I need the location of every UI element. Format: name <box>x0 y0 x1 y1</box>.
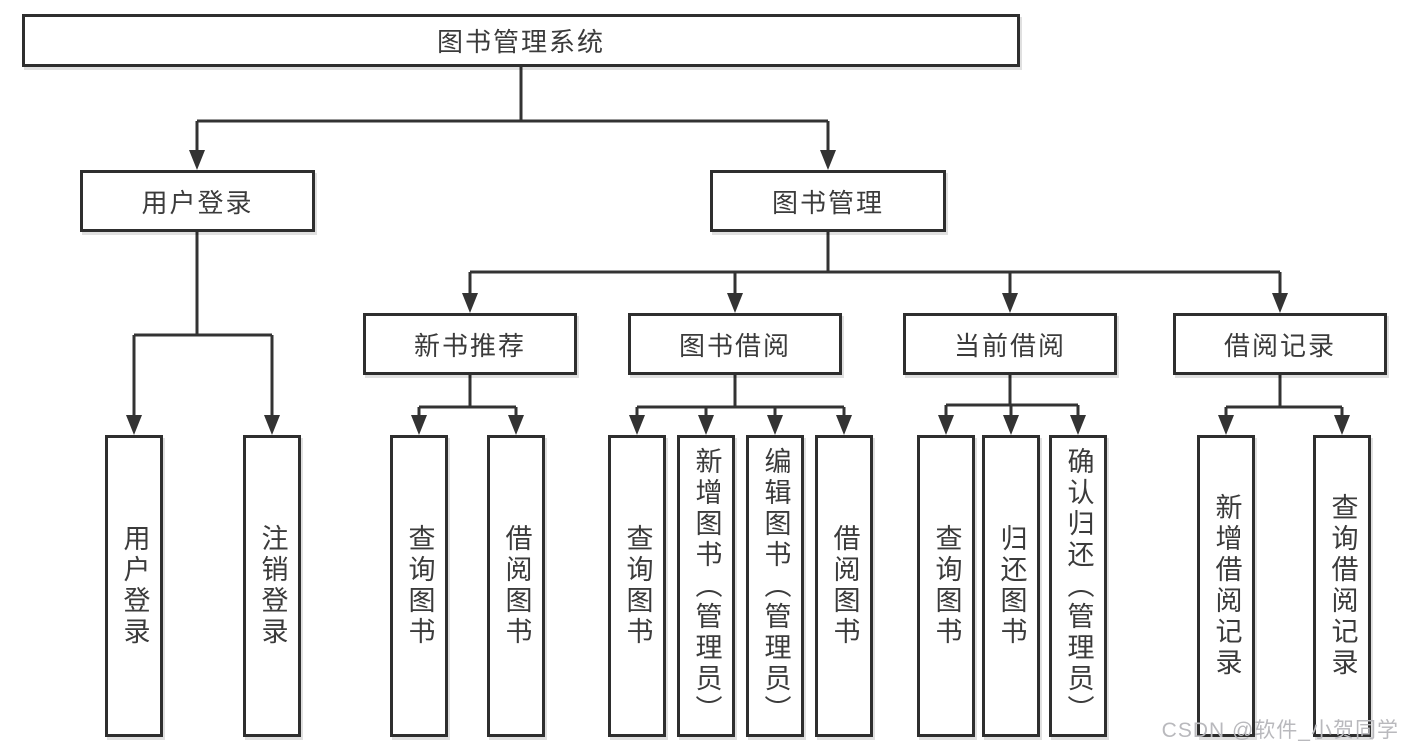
node-label: 用户登录 <box>119 524 150 648</box>
node-label: 图书管理 <box>771 187 884 218</box>
node-label: 借阅图书 <box>829 524 860 648</box>
node-label: 查询借阅记录 <box>1327 493 1358 679</box>
node-label: 图书借阅 <box>678 330 791 361</box>
leaf-add-borrow-record: 新增借阅记录 <box>1197 435 1255 737</box>
leaf-logout: 注销登录 <box>243 435 301 737</box>
leaf-query-books-current: 查询图书 <box>917 435 975 737</box>
leaf-borrow-books-recommend: 借阅图书 <box>487 435 545 737</box>
node-label: 注销登录 <box>257 524 288 648</box>
node-label: 新书推荐 <box>413 330 526 361</box>
node-label: 编辑图书（管理员） <box>760 446 791 726</box>
leaf-borrow-books: 借阅图书 <box>815 435 873 737</box>
csdn-watermark: CSDN @软件_小贺同学 <box>1161 719 1399 742</box>
node-label: 查询图书 <box>622 524 653 648</box>
node-label: 新增图书（管理员） <box>691 446 722 726</box>
node-book-management: 图书管理 <box>710 170 946 232</box>
node-new-book-recommend: 新书推荐 <box>363 313 577 375</box>
leaf-confirm-return-admin: 确认归还（管理员） <box>1049 435 1107 737</box>
node-label: 查询图书 <box>404 524 435 648</box>
leaf-add-books-admin: 新增图书（管理员） <box>677 435 735 737</box>
leaf-user-login: 用户登录 <box>105 435 163 737</box>
node-label: 借阅记录 <box>1223 330 1336 361</box>
node-label: 归还图书 <box>996 524 1027 648</box>
node-label: 确认归还（管理员） <box>1063 446 1094 726</box>
leaf-query-borrow-record: 查询借阅记录 <box>1313 435 1371 737</box>
leaf-query-books-recommend: 查询图书 <box>390 435 448 737</box>
node-book-borrow: 图书借阅 <box>628 313 842 375</box>
leaf-edit-books-admin: 编辑图书（管理员） <box>746 435 804 737</box>
node-label: 图书管理系统 <box>436 27 605 57</box>
node-label: 查询图书 <box>931 524 962 648</box>
node-label: 当前借阅 <box>953 330 1066 361</box>
node-label: 新增借阅记录 <box>1211 493 1242 679</box>
node-user-login: 用户登录 <box>80 170 315 232</box>
leaf-query-books-borrow: 查询图书 <box>608 435 666 737</box>
node-borrow-records: 借阅记录 <box>1173 313 1387 375</box>
node-current-borrow: 当前借阅 <box>903 313 1117 375</box>
node-library-management-system: 图书管理系统 <box>22 14 1020 67</box>
leaf-return-books: 归还图书 <box>982 435 1040 737</box>
node-label: 用户登录 <box>141 187 254 218</box>
node-label: 借阅图书 <box>501 524 532 648</box>
